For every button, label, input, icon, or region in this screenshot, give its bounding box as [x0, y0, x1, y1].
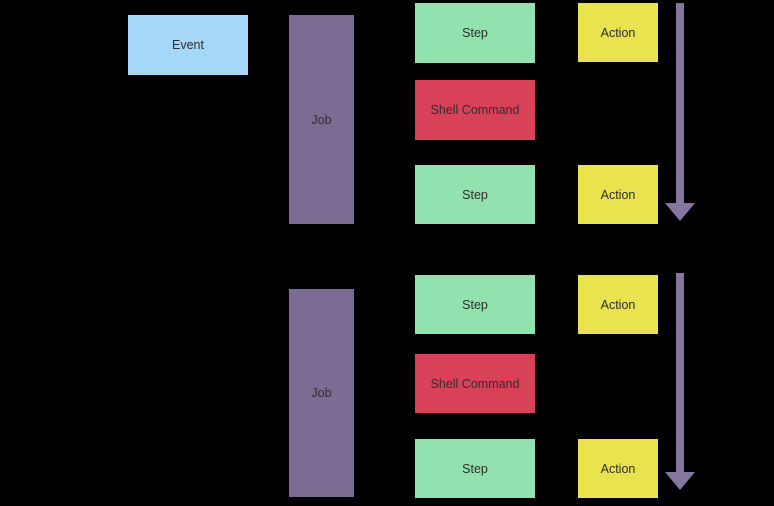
arrow-down-icon: [665, 472, 695, 490]
step-node: Step: [415, 275, 535, 334]
job-node: Job: [289, 15, 354, 224]
flow-arrow-shaft: [676, 273, 684, 472]
action-node: Action: [578, 165, 658, 224]
step-node: Step: [415, 165, 535, 224]
event-node: Event: [128, 15, 248, 75]
step-node: Step: [415, 439, 535, 498]
shell-command-node: Shell Command: [415, 80, 535, 140]
step-node: Step: [415, 3, 535, 63]
arrow-down-icon: [665, 203, 695, 221]
job-node: Job: [289, 289, 354, 497]
action-node: Action: [578, 275, 658, 334]
action-node: Action: [578, 439, 658, 498]
shell-command-node: Shell Command: [415, 354, 535, 413]
flow-arrow-shaft: [676, 3, 684, 203]
action-node: Action: [578, 3, 658, 62]
